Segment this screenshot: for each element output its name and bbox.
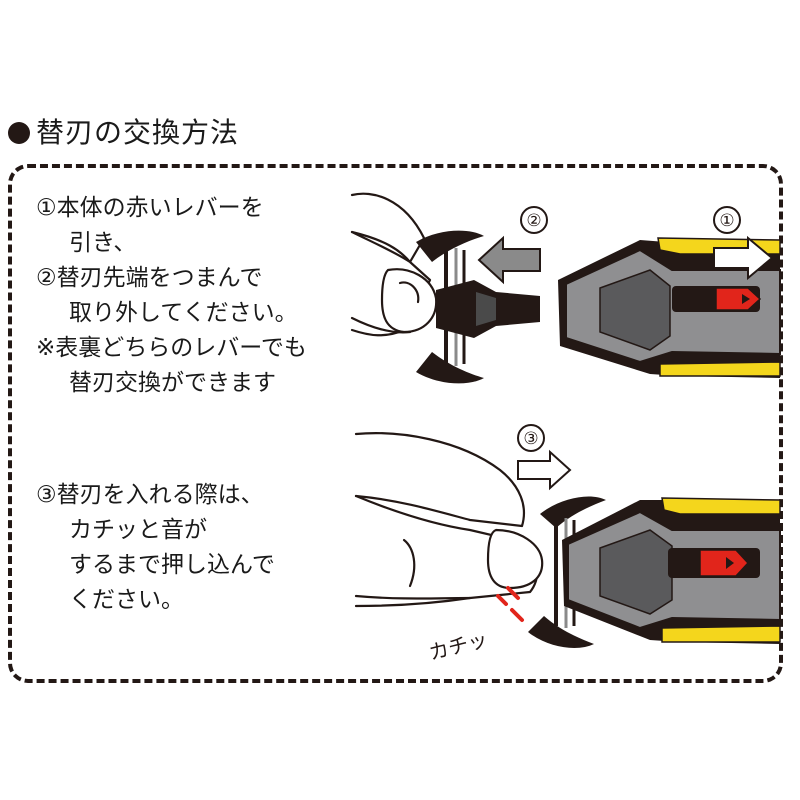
- step-line: ①本体の赤いレバーを: [36, 195, 264, 221]
- click-sound-icon: [496, 586, 524, 622]
- marker-3-label: ③: [523, 429, 538, 449]
- bullet-dot-icon: [8, 122, 30, 144]
- marker-3-badge: ③: [517, 424, 545, 452]
- step-3-text: ③替刃を入れる際は、 カチッと音が するまで押し込んで ください。: [36, 478, 275, 618]
- step-line: ください。: [69, 587, 184, 613]
- hand-bottom-icon: [354, 432, 544, 608]
- blade-top-icon: [416, 230, 540, 384]
- step-line: カチッと音が: [69, 517, 207, 543]
- step-line: ※表裏どちらのレバーでも: [36, 335, 307, 361]
- arrow-right-3-icon: [517, 449, 572, 491]
- step-line: ③替刃を入れる際は、: [36, 482, 264, 508]
- marker-1-label: ①: [719, 211, 734, 231]
- step-line: 取り外してください。: [69, 300, 298, 326]
- step-line: ②替刃先端をつまんで: [36, 265, 263, 291]
- click-sound-label: カチッ: [426, 627, 490, 665]
- bottom-cutter-illustration: ③ カチッ: [354, 424, 781, 665]
- marker-2-label: ②: [526, 211, 541, 231]
- marker-2-badge: ②: [520, 206, 548, 234]
- arrow-left-icon: [477, 235, 541, 285]
- cutter-body-bottom-icon: [562, 497, 781, 644]
- step-line: 替刃交換ができます: [69, 370, 276, 396]
- arrow-right-icon: [713, 235, 774, 281]
- section-title: 替刃の交換方法: [36, 116, 240, 149]
- top-cutter-illustration: ② ①: [350, 192, 781, 384]
- marker-1-badge: ①: [713, 206, 741, 234]
- step-line: 引き、: [69, 230, 137, 256]
- hand-top-icon: [350, 192, 438, 337]
- dashed-frame: [8, 164, 783, 683]
- section-heading: 替刃の交換方法: [8, 111, 239, 155]
- step-line: するまで押し込んで: [69, 552, 275, 578]
- step-1-2-text: ①本体の赤いレバーを 引き、 ②替刃先端をつまんで 取り外してください。 ※表裏…: [36, 191, 307, 401]
- cutter-body-top-icon: [558, 237, 781, 378]
